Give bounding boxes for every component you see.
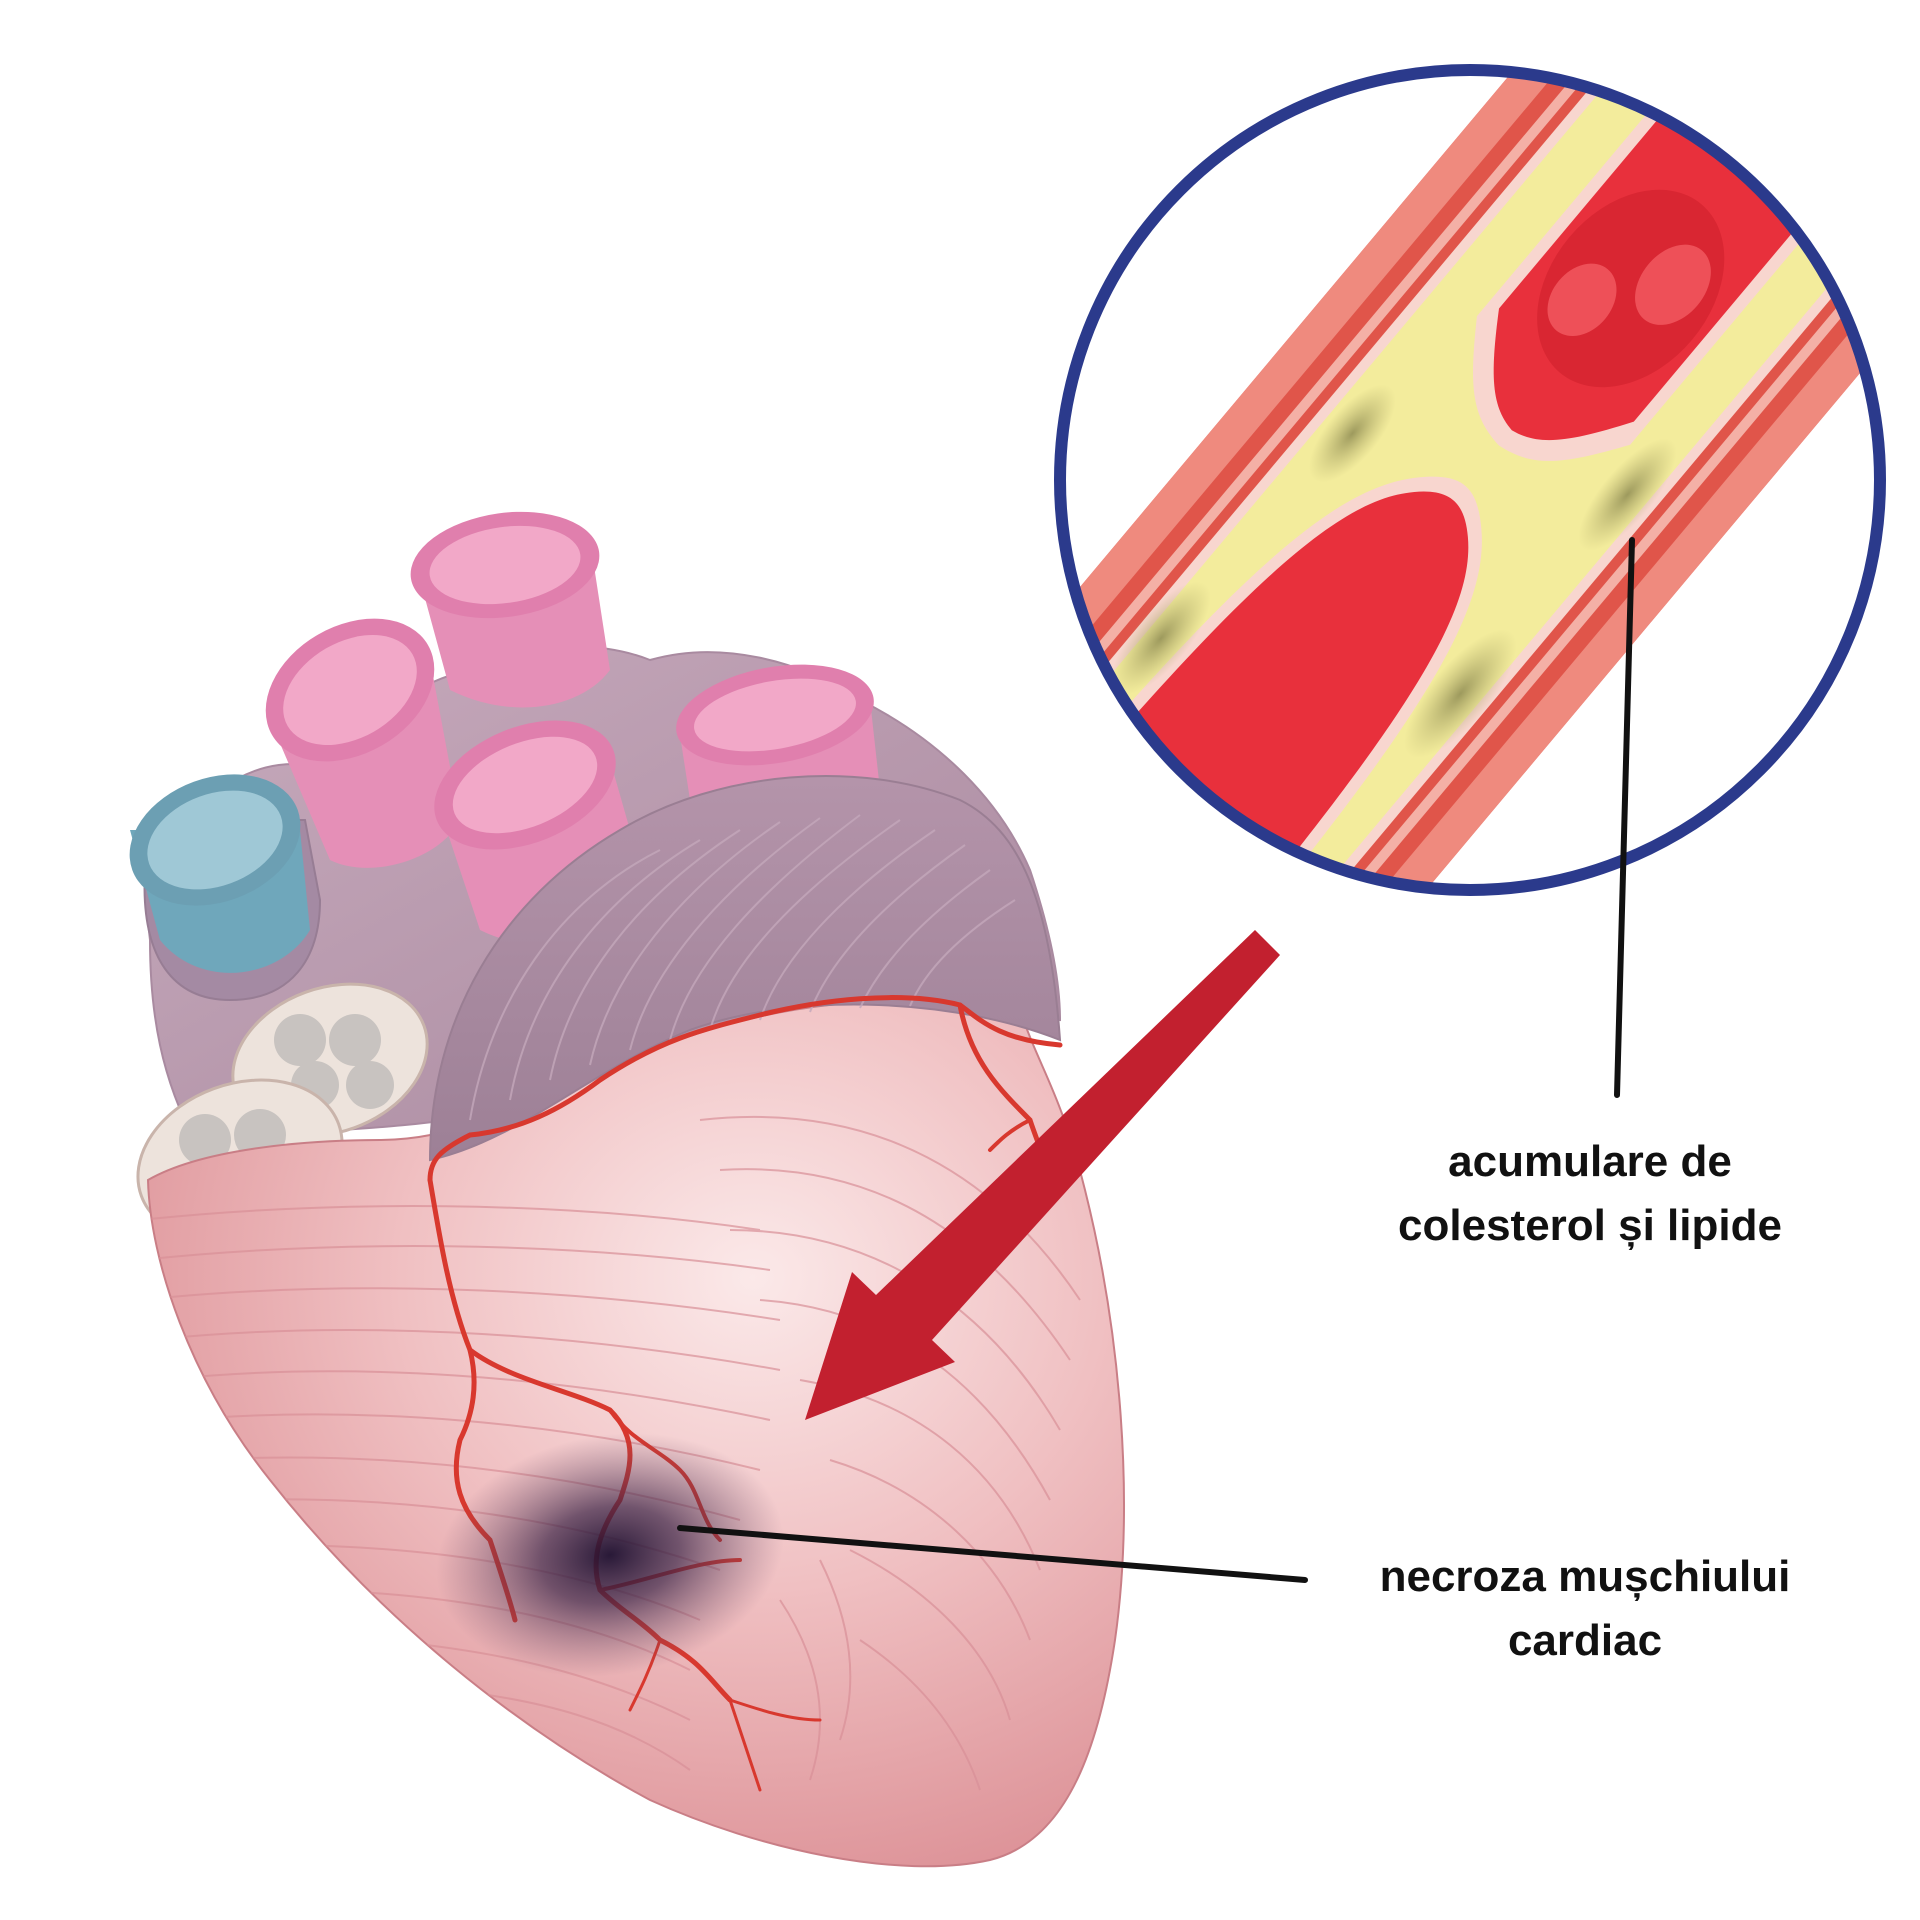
great-vessels xyxy=(265,511,880,945)
necrosis-area xyxy=(436,1432,784,1678)
necrosis-leader-line xyxy=(677,1525,1308,1583)
plaque-label: acumulare de colesterol și lipide xyxy=(1340,1130,1840,1258)
artery-magnifier-icon xyxy=(1054,64,1886,896)
necrosis-label-line2: cardiac xyxy=(1507,1616,1663,1665)
heart-illustration-icon xyxy=(129,511,1125,1868)
left-atrium-cap xyxy=(428,775,1062,1162)
necrosis-label: necroza mușchiului cardiac xyxy=(1330,1545,1840,1673)
plaque-leader-line xyxy=(1614,537,1635,1098)
plaque-label-line2: colesterol și lipide xyxy=(1398,1201,1782,1250)
vena-cava xyxy=(129,774,322,1002)
cap-striations xyxy=(469,814,1016,1121)
plaque-label-line1: acumulare de xyxy=(1448,1137,1732,1186)
necrosis-label-line1: necroza mușchiului xyxy=(1379,1552,1791,1601)
pointer-arrow-icon xyxy=(805,930,1280,1420)
